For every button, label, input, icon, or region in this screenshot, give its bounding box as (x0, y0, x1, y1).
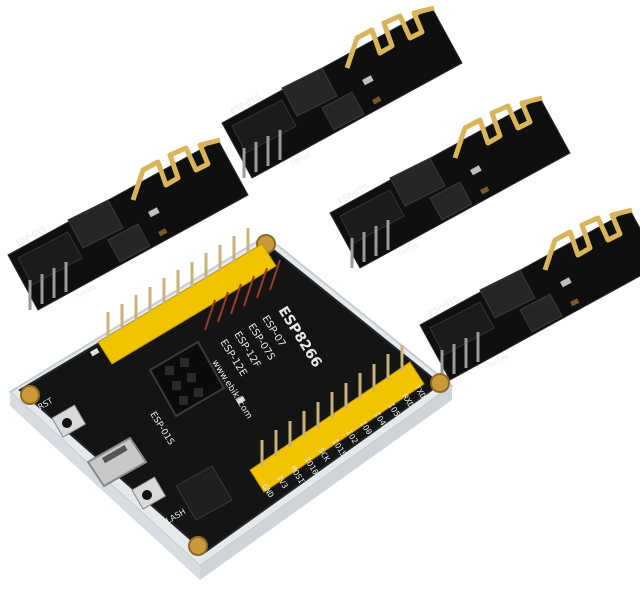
mounting-hole (20, 385, 40, 405)
mounting-hole (188, 536, 208, 556)
rst-button (51, 404, 87, 438)
esp01s-module-middle-right: ESP-01S Series (330, 98, 570, 268)
micro-usb-port (86, 436, 148, 488)
esp01s-module-top: ESP-01S Series (222, 8, 462, 178)
flash-button (131, 476, 167, 510)
header-row-top (97, 228, 277, 365)
usb-serial-chip (175, 465, 233, 521)
esp8266-test-board: ESP8266 ESP-07 ESP-07S ESP-12F ESP-12E E… (8, 228, 454, 580)
esp01s-module-bottom-right: ESP-01S Series (420, 210, 640, 380)
mounting-hole (430, 373, 450, 393)
female-pin-row (204, 259, 281, 331)
header-row-right (249, 345, 425, 493)
